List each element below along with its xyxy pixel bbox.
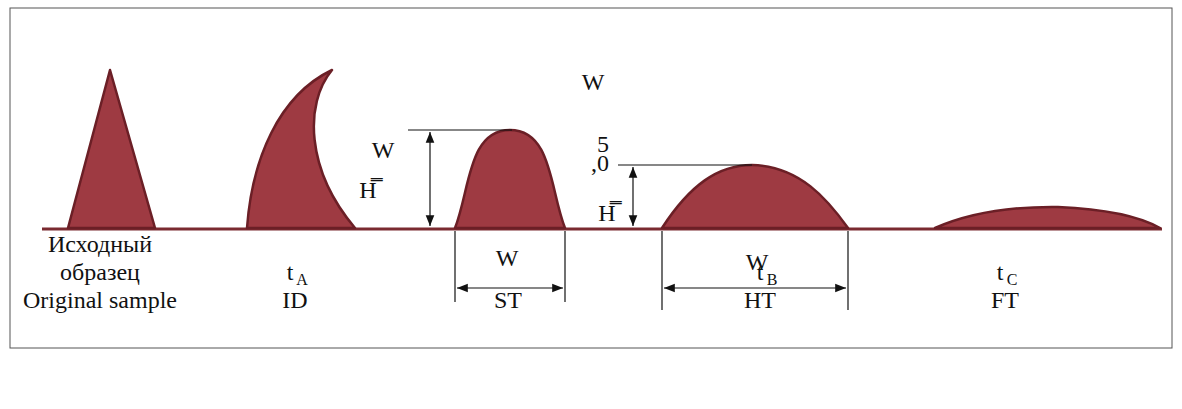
temperature-subscript: C bbox=[1007, 271, 1018, 289]
temperature-symbol: t bbox=[997, 258, 1004, 286]
extension-line bbox=[564, 231, 565, 302]
dimension-letter: W bbox=[372, 136, 395, 164]
frame bbox=[10, 8, 1172, 348]
softening-shape bbox=[455, 130, 565, 228]
fluid-shape bbox=[935, 207, 1160, 228]
deformation-shape bbox=[247, 70, 355, 228]
extension-line bbox=[408, 129, 512, 130]
temperature-symbol: t bbox=[757, 258, 764, 286]
stage-code: ID bbox=[282, 286, 307, 314]
sample-caption: Original sample bbox=[23, 286, 177, 314]
extension-line bbox=[618, 164, 752, 165]
height-dimension bbox=[429, 132, 430, 226]
height-symbol: H̿ bbox=[359, 176, 376, 204]
extension-line bbox=[454, 231, 455, 302]
temperature-subscript: A bbox=[296, 271, 308, 289]
stage-code: HT bbox=[744, 286, 776, 314]
temperature-subscript: B bbox=[767, 271, 778, 289]
height-symbol: H̿ bbox=[598, 199, 615, 227]
stage-code: ST bbox=[494, 286, 522, 314]
sample-caption: Исходный образец bbox=[40, 230, 160, 286]
dimension-letter: W bbox=[496, 244, 519, 272]
dimension-letter: W bbox=[582, 68, 605, 96]
hemisphere-shape bbox=[662, 165, 848, 228]
original-sample-cone bbox=[68, 70, 155, 228]
temperature-symbol: t bbox=[287, 258, 294, 286]
extension-line bbox=[847, 231, 848, 310]
stage-code: FT bbox=[991, 286, 1019, 314]
extension-line bbox=[661, 231, 662, 310]
height-dimension bbox=[632, 167, 633, 226]
formula-fragment: ,0 bbox=[591, 149, 609, 177]
